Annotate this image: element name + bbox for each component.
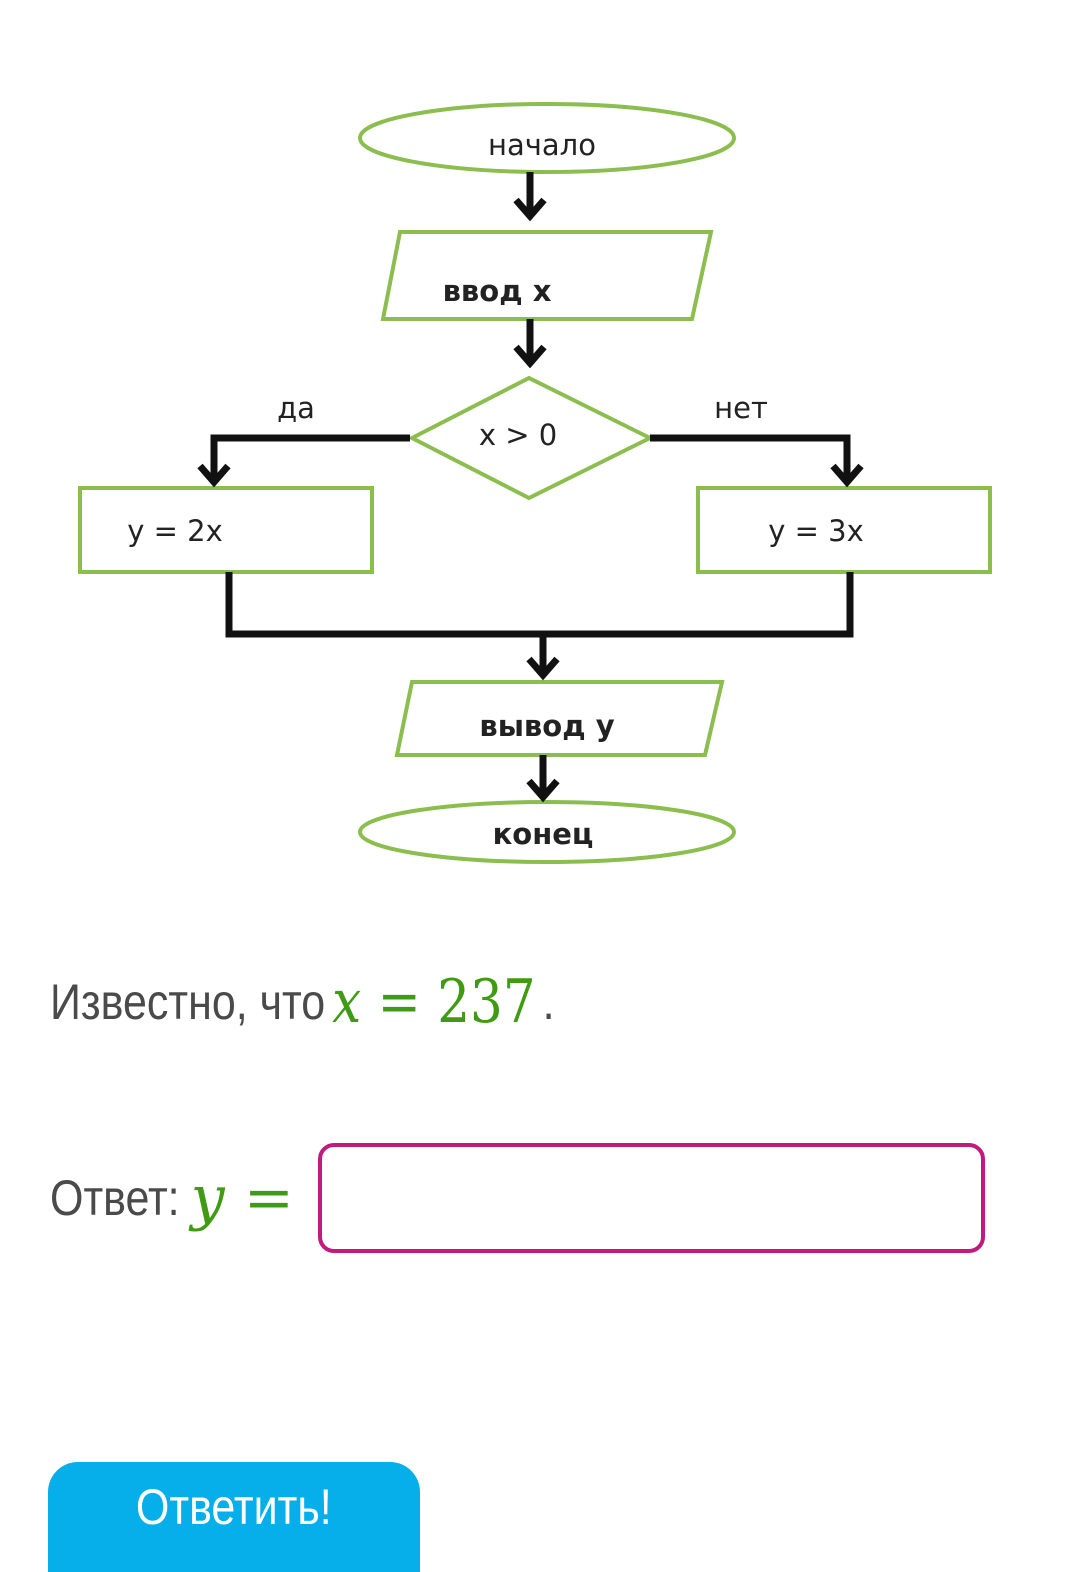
- start-terminal: [358, 102, 736, 174]
- arrow-output-to-end: [526, 755, 560, 803]
- statement-prefix: Известно, что: [50, 974, 326, 1030]
- input-label: ввод x: [443, 274, 552, 308]
- statement-formula: x = 237: [332, 967, 536, 1037]
- yes-action-box: [78, 486, 374, 574]
- submit-answer-button[interactable]: Ответить!: [48, 1462, 420, 1572]
- output-parallelogram: [394, 680, 725, 757]
- no-action-box: [696, 486, 992, 574]
- no-action-label: y = 3x: [768, 514, 864, 548]
- statement-variable: x: [332, 967, 362, 1037]
- yes-branch-label: да: [277, 391, 315, 425]
- arrow-yes-branch: [197, 434, 410, 488]
- statement-equals: =: [377, 967, 421, 1037]
- yes-action-label: y = 2x: [127, 514, 223, 548]
- output-label: вывод y: [479, 709, 614, 743]
- end-label: конец: [493, 817, 594, 851]
- answer-label: Ответ:: [50, 1170, 180, 1226]
- flowchart-diagram: начало ввод x x > 0 да нет y = 2x y = 3x…: [78, 102, 992, 864]
- arrow-start-to-input: [513, 172, 547, 222]
- answer-row: Ответ: y =: [50, 1158, 294, 1238]
- arrow-no-branch: [650, 434, 864, 488]
- problem-statement: Известно, что x = 237 .: [50, 962, 555, 1042]
- answer-variable: y: [190, 1163, 225, 1233]
- statement-value: 237: [437, 967, 536, 1037]
- condition-label: x > 0: [479, 418, 557, 452]
- answer-formula: y =: [191, 1163, 294, 1233]
- arrow-input-to-condition: [513, 319, 547, 369]
- end-terminal: [358, 800, 736, 864]
- start-label: начало: [488, 128, 596, 162]
- no-branch-label: нет: [714, 391, 768, 425]
- merge-connector: [225, 572, 854, 681]
- input-parallelogram: [380, 230, 714, 321]
- statement-suffix: .: [542, 974, 555, 1030]
- answer-equals: =: [243, 1163, 294, 1233]
- submit-button-label: Ответить!: [136, 1479, 332, 1535]
- answer-input[interactable]: [318, 1143, 985, 1253]
